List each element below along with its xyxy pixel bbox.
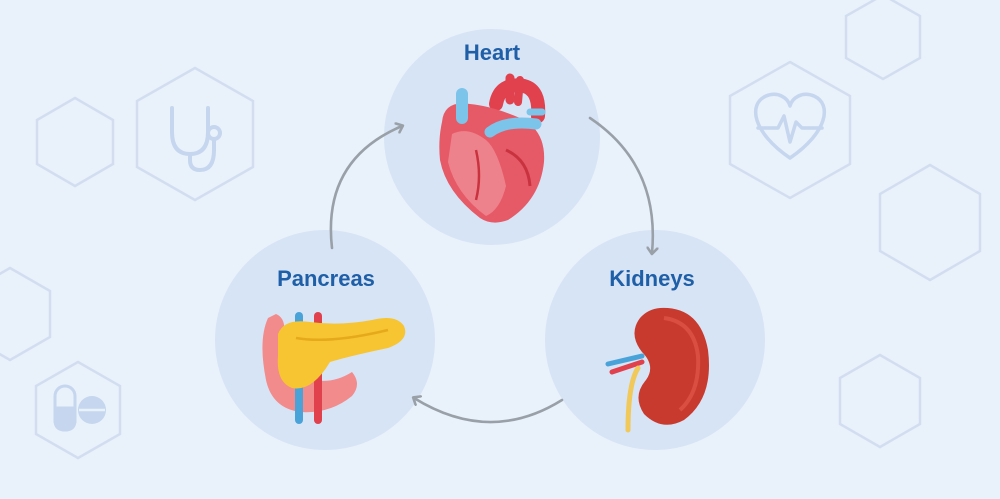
hexagon (34, 360, 122, 460)
heart-organ-icon (439, 73, 546, 223)
background-hexagons (0, 0, 982, 460)
hexagon (0, 266, 52, 362)
hexagon (135, 66, 255, 202)
hexagon (35, 96, 115, 188)
kidney-organ-icon (605, 307, 709, 433)
hexagon (728, 60, 852, 200)
kidneys-label: Kidneys (609, 266, 695, 291)
cycle-arrows (329, 116, 653, 424)
heart-label: Heart (463, 40, 521, 65)
pancreas-organ-icon (262, 312, 406, 424)
arrow-kidneys-to-pancreas (414, 398, 564, 424)
hexagon (878, 163, 982, 282)
arrow-pancreas-to-heart (329, 126, 402, 250)
heartbeat-icon (753, 92, 827, 160)
pills-icon (53, 384, 106, 432)
hexagon (844, 0, 922, 81)
pancreas-label: Pancreas (277, 266, 375, 291)
hexagon (838, 353, 922, 449)
stethoscope-icon (170, 106, 222, 173)
arrow-heart-to-kidneys (588, 116, 653, 253)
